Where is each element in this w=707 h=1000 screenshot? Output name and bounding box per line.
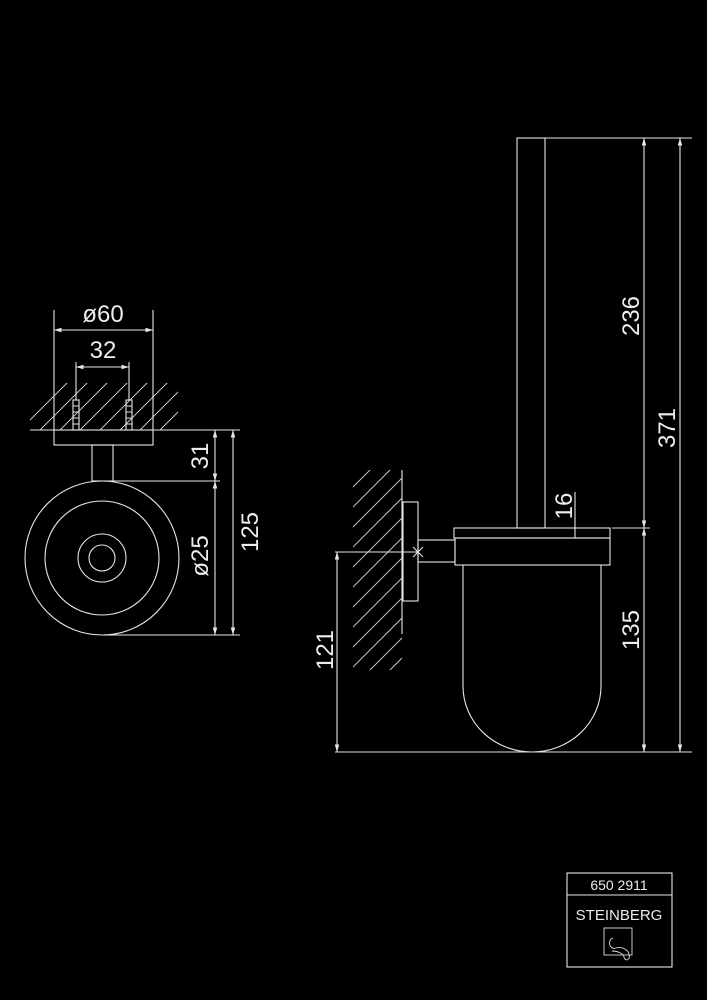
cup-top-view bbox=[24, 480, 180, 636]
dim-mount-height: 121 bbox=[312, 630, 339, 670]
dim-total-depth: 125 bbox=[237, 512, 264, 552]
dim-lid-thickness: 16 bbox=[551, 493, 578, 520]
cup-bowl bbox=[462, 565, 602, 753]
brand-logo-icon bbox=[603, 927, 633, 961]
wall-hatch bbox=[30, 383, 178, 430]
arm bbox=[417, 539, 456, 563]
arm bbox=[91, 444, 114, 482]
title-block: 650 2911 STEINBERG bbox=[566, 872, 673, 968]
mounting-plate bbox=[53, 429, 154, 446]
screws bbox=[72, 399, 133, 431]
article-number: 650 2911 bbox=[590, 877, 648, 893]
front-view: 236 371 16 135 121 bbox=[312, 137, 692, 753]
brand-name: STEINBERG bbox=[576, 907, 663, 924]
brush-handle bbox=[516, 137, 546, 529]
dim-wall-to-cup: 31 bbox=[187, 443, 214, 470]
dim-cup-height: 135 bbox=[618, 610, 645, 650]
dimension-lines bbox=[334, 137, 692, 753]
dim-cup-diameter: ø25 bbox=[187, 535, 214, 576]
dim-screw-spacing: 32 bbox=[90, 337, 117, 364]
side-view: ø60 32 31 ø25 125 bbox=[24, 301, 264, 636]
cup-rim bbox=[454, 537, 611, 566]
wall-hatch bbox=[353, 470, 402, 670]
dim-flange-diameter: ø60 bbox=[82, 301, 123, 328]
dimension-lines bbox=[53, 310, 240, 636]
lid bbox=[453, 527, 611, 539]
dim-handle-height: 236 bbox=[618, 296, 645, 336]
dim-total-height: 371 bbox=[654, 408, 681, 448]
